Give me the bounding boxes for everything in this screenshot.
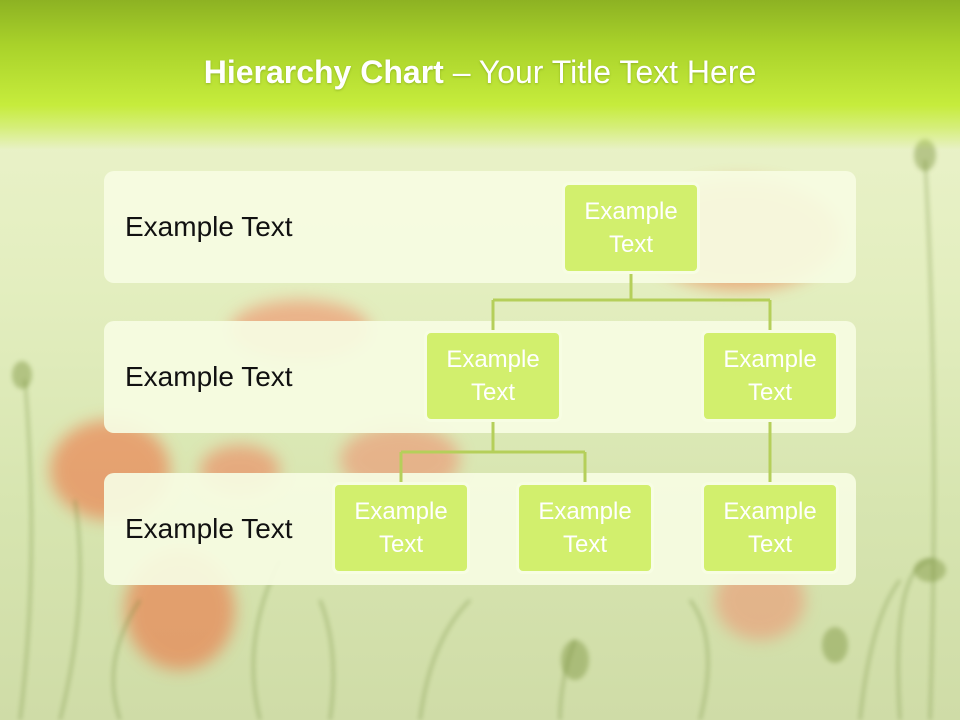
node-level2-right[interactable]: Example Text [701,330,839,422]
title-rest: – Your Title Text Here [443,54,757,90]
node-level3-c[interactable]: Example Text [701,482,839,574]
level-band-1: Example Text [104,171,856,283]
title-bold: Hierarchy Chart [203,54,444,90]
title-bar [0,0,960,150]
node-level2-left[interactable]: Example Text [424,330,562,422]
node-level3-a[interactable]: Example Text [332,482,470,574]
level-label-2: Example Text [125,361,293,392]
level-label-1: Example Text [125,211,293,242]
node-level3-b[interactable]: Example Text [516,482,654,574]
slide-title: Hierarchy Chart – Your Title Text Here [0,54,960,91]
node-root[interactable]: Example Text [562,182,700,274]
level-label-3: Example Text [125,513,293,544]
